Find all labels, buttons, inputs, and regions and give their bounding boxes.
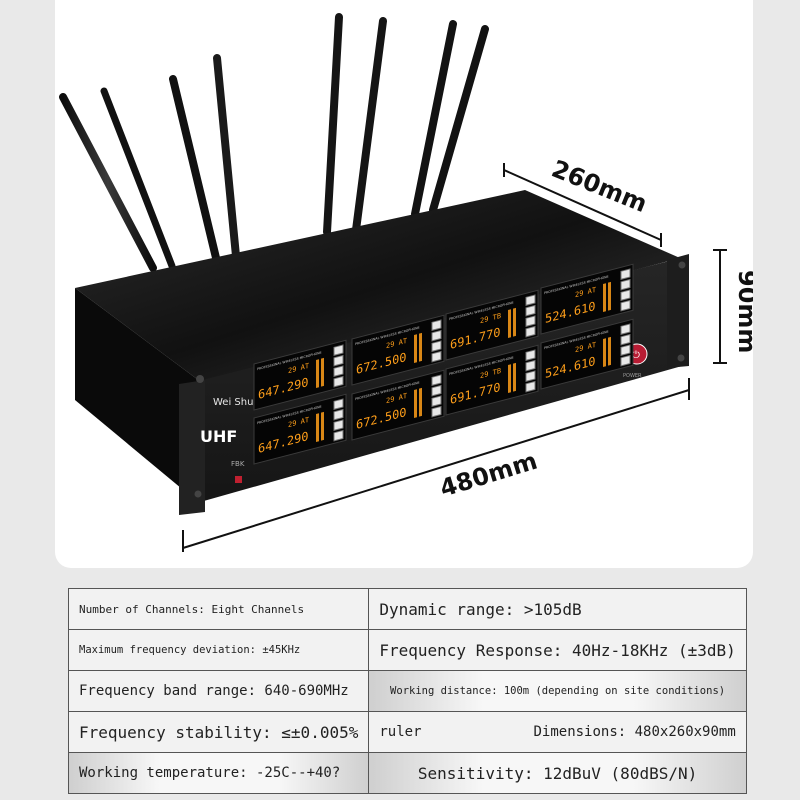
- channel-button[interactable]: [333, 344, 344, 356]
- level-meter: [508, 309, 511, 338]
- channel-button[interactable]: [620, 268, 631, 280]
- channel-button[interactable]: [333, 419, 344, 431]
- specs-row: Maximum frequency deviation: ±45KHz Freq…: [67, 629, 747, 671]
- channel-button[interactable]: [620, 333, 631, 346]
- channel-button[interactable]: [525, 304, 536, 317]
- channel-button[interactable]: [431, 384, 442, 397]
- channel-button[interactable]: [525, 294, 536, 306]
- receiver-illustration: Wei Shu UHF FBK ⏻ POWER PROFESSIONAL WIR…: [59, 13, 753, 552]
- lcd-display: [351, 369, 445, 441]
- level-meter: [513, 307, 516, 337]
- level-meter: [608, 336, 611, 366]
- specs-row: Number of Channels: Eight Channels Dynam…: [67, 588, 747, 630]
- level-meter: [419, 387, 422, 417]
- lcd-display: [540, 263, 634, 335]
- channel-button[interactable]: [333, 398, 344, 410]
- lcd-display: [351, 314, 445, 386]
- channel-button[interactable]: [431, 319, 442, 331]
- power-icon: ⏻: [632, 350, 640, 361]
- level-meter: [419, 332, 422, 362]
- level-meter: [603, 338, 606, 367]
- lcd-display: [445, 344, 539, 416]
- channel-button[interactable]: [431, 340, 442, 352]
- level-meter: [513, 362, 516, 392]
- band-label: UHF: [200, 427, 237, 446]
- lcd-display: [540, 318, 634, 390]
- width-label: 480mm: [437, 447, 541, 503]
- channel-button[interactable]: [333, 408, 344, 421]
- spec-band-range: Frequency band range: 640-690MHz: [67, 670, 370, 712]
- channel-button[interactable]: [431, 374, 442, 386]
- channel-button[interactable]: [431, 329, 442, 342]
- lcd-display: [253, 393, 347, 465]
- level-meter: [321, 357, 324, 387]
- channel-button[interactable]: [525, 349, 536, 361]
- level-meter: [414, 389, 417, 418]
- power-label: POWER: [623, 373, 642, 379]
- brand-label: Wei Shu: [213, 397, 253, 408]
- channel-button[interactable]: [620, 354, 631, 367]
- product-photo: Wei Shu UHF FBK ⏻ POWER PROFESSIONAL WIR…: [55, 0, 753, 568]
- spec-frequency-deviation: Maximum frequency deviation: ±45KHz: [67, 629, 370, 671]
- height-label: 90mm: [733, 270, 753, 353]
- channel-button[interactable]: [333, 429, 344, 442]
- spec-frequency-response: Frequency Response: 40Hz-18KHz (±3dB): [368, 629, 747, 671]
- lcd-display: [445, 289, 539, 361]
- spec-dynamic-range: Dynamic range: >105dB: [368, 588, 747, 630]
- specs-row: Frequency band range: 640-690MHz Working…: [67, 670, 747, 712]
- spec-working-distance: Working distance: 100m (depending on sit…: [368, 670, 747, 712]
- fbk-label: FBK: [231, 460, 245, 468]
- channel-button[interactable]: [333, 375, 344, 388]
- dimension-lines: [182, 163, 727, 552]
- level-meter: [316, 359, 319, 388]
- specs-row: Working temperature: -25C--+40? Sensitiv…: [67, 752, 747, 794]
- spec-working-temperature: Working temperature: -25C--+40?: [67, 752, 370, 794]
- channel-button[interactable]: [620, 289, 631, 301]
- antennas: [59, 13, 489, 272]
- specs-row: Frequency stability: ≤±0.005% ruler Dime…: [67, 711, 747, 753]
- channel-button[interactable]: [620, 323, 631, 335]
- level-meter: [414, 334, 417, 363]
- ruler-label: ruler: [379, 724, 422, 740]
- fbk-button[interactable]: [235, 476, 242, 483]
- level-meter: [603, 283, 606, 312]
- level-meter: [608, 281, 611, 311]
- lcd-display: [253, 339, 347, 411]
- channel-button[interactable]: [620, 278, 631, 291]
- level-meter: [316, 413, 319, 442]
- spec-dimensions-cell: ruler Dimensions: 480x260x90mm: [368, 711, 747, 753]
- channel-button[interactable]: [620, 344, 631, 356]
- channel-button[interactable]: [431, 350, 442, 363]
- channel-button[interactable]: [525, 315, 536, 327]
- specs-table: Number of Channels: Eight Channels Dynam…: [67, 588, 747, 794]
- spec-sensitivity: Sensitivity: 12dBuV (80dBS/N): [368, 752, 747, 794]
- level-meter: [321, 411, 324, 441]
- channel-button[interactable]: [525, 359, 536, 372]
- chassis-top: [75, 190, 680, 385]
- spec-channels: Number of Channels: Eight Channels: [67, 588, 370, 630]
- level-meter: [508, 364, 511, 393]
- channel-button[interactable]: [525, 325, 536, 338]
- channel-button[interactable]: [525, 380, 536, 393]
- channel-button[interactable]: [333, 365, 344, 377]
- channel-button[interactable]: [525, 370, 536, 382]
- channel-button[interactable]: [431, 405, 442, 418]
- channel-button[interactable]: [620, 299, 631, 312]
- spec-dimensions: Dimensions: 480x260x90mm: [533, 724, 736, 740]
- channel-button[interactable]: [333, 354, 344, 367]
- spec-frequency-stability: Frequency stability: ≤±0.005%: [67, 711, 370, 753]
- channel-button[interactable]: [431, 395, 442, 407]
